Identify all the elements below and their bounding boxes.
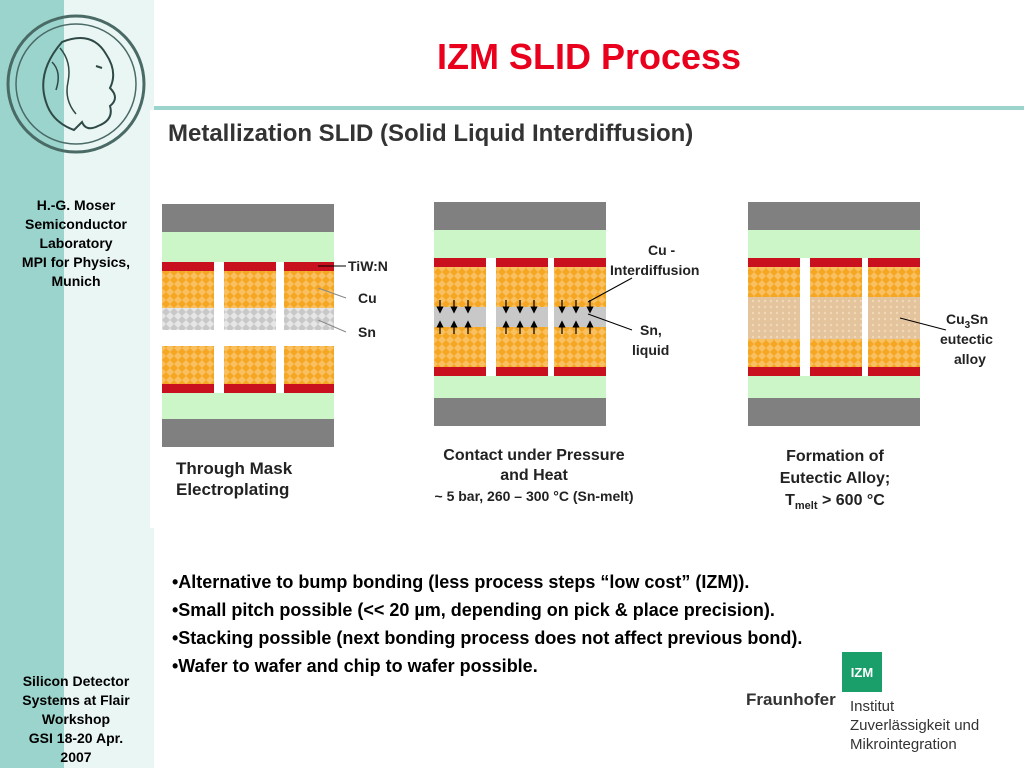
label-sn: Sn <box>358 324 376 340</box>
caption-step3: Formation of Eutectic Alloy; Tmelt > 600… <box>779 448 891 513</box>
label-sn-liquid-2: liquid <box>632 342 669 358</box>
label-alloy: alloy <box>954 351 986 367</box>
bullet-item: •Stacking possible (next bonding process… <box>172 628 803 648</box>
step3-bumps <box>748 258 920 376</box>
step1-upper-bumps <box>162 262 334 330</box>
step2-bumps <box>434 258 606 376</box>
author-info: H.-G. Moser Semiconductor Laboratory MPI… <box>21 197 131 289</box>
label-eutectic: eutectic <box>940 331 993 347</box>
step1-lower-bumps <box>162 346 334 393</box>
izm-logo: IZM <box>842 652 882 692</box>
step3-stack <box>748 202 920 426</box>
label-cu-interdiffusion-2: Interdiffusion <box>610 262 699 278</box>
step1-stack <box>162 204 334 447</box>
caption-step1: Through Mask Electroplating <box>176 459 293 499</box>
label-sn-liquid-1: Sn, <box>640 322 662 338</box>
sidebar-light-band <box>64 0 154 768</box>
step2-stack <box>434 202 606 426</box>
slid-diagram: TiW:N Cu Sn <box>162 202 993 447</box>
label-cu-interdiffusion-1: Cu - <box>648 242 676 258</box>
title-divider <box>154 106 1024 110</box>
figure-heading: Metallization SLID (Solid Liquid Interdi… <box>168 120 694 147</box>
bullet-item: •Small pitch possible (<< 20 µm, dependi… <box>172 600 775 620</box>
label-cu: Cu <box>358 290 377 306</box>
caption-step2: Contact under Pressure and Heat ~ 5 bar,… <box>434 447 634 504</box>
bullet-list: •Alternative to bump bonding (less proce… <box>172 568 1012 680</box>
bullet-item: •Wafer to wafer and chip to wafer possib… <box>172 656 538 676</box>
label-cu3sn: Cu3Sn <box>946 311 988 331</box>
institute-name: Institut Zuverlässigkeit und Mikrointegr… <box>850 698 980 753</box>
fraunhofer-name: Fraunhofer <box>746 690 836 709</box>
bullet-item: •Alternative to bump bonding (less proce… <box>172 572 750 592</box>
label-tiw: TiW:N <box>348 258 388 274</box>
minerva-logo-icon <box>6 14 146 154</box>
interdiffusion-arrows <box>436 300 594 334</box>
slide-title: IZM SLID Process <box>436 36 742 77</box>
event-info: Silicon Detector Systems at Flair Worksh… <box>22 673 130 765</box>
sidebar-dark-band <box>0 0 64 768</box>
